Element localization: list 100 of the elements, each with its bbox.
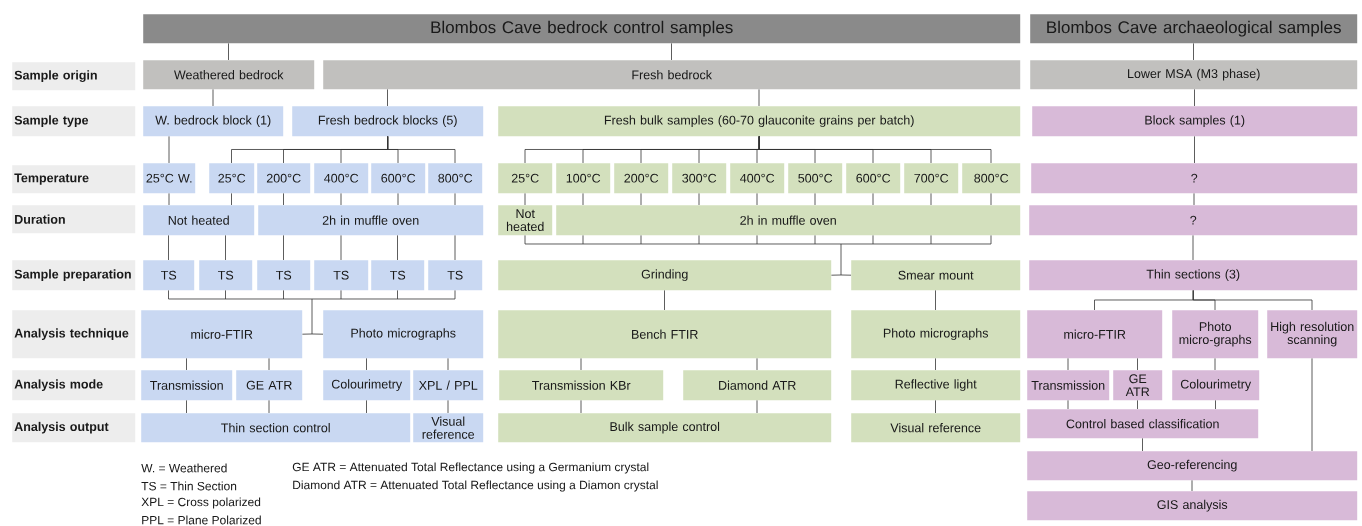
origin-box: Lower MSA (M3 phase) [1030, 60, 1358, 90]
connector-line [1192, 290, 1313, 311]
connector-line [872, 193, 874, 206]
process-box: Photo micro-graphs [1172, 310, 1259, 359]
connector-line [698, 193, 700, 206]
connector-line [366, 358, 367, 371]
connector-line [671, 43, 672, 61]
process-box: 200°C [614, 163, 669, 194]
row-label: Analysis technique [12, 310, 136, 359]
origin-box: Weathered bedrock [143, 60, 315, 90]
process-box: GIS analysis [1027, 491, 1358, 521]
process-box: 600°C [371, 163, 426, 194]
connector-line [1142, 438, 1143, 452]
process-box: 400°C [730, 163, 785, 194]
connector-line [990, 193, 992, 206]
connector-line [1137, 358, 1138, 371]
connector-line [186, 358, 187, 371]
process-box: 300°C [672, 163, 727, 194]
connector-line [1067, 400, 1069, 410]
connector-line [283, 235, 284, 261]
connector-line [387, 136, 456, 164]
connector-line [454, 235, 456, 261]
connector-line [447, 400, 449, 414]
process-box: Colourimetry [323, 370, 411, 401]
connector-line [758, 136, 992, 164]
process-box: 200°C [257, 163, 311, 194]
row-label: Temperature [12, 165, 136, 194]
process-box: XPL / PPL [413, 370, 484, 401]
footnote: TS = Thin Section [141, 481, 237, 491]
process-box: Colourimetry [1172, 370, 1260, 401]
connector-line [1311, 358, 1313, 452]
process-box: 500°C [788, 163, 843, 194]
process-box: 25°C [498, 163, 553, 194]
connector-line [1214, 358, 1216, 371]
process-box: 2h in muffle oven [556, 205, 1021, 236]
process-box: TS [257, 260, 311, 291]
process-box: 800°C [428, 163, 483, 194]
connector-line [524, 235, 992, 276]
row-label: Sample type [12, 106, 136, 137]
connector-line [231, 193, 232, 206]
footnote: W. = Weathered [141, 463, 227, 473]
process-box: ? [1029, 205, 1358, 236]
process-box: TS [428, 260, 483, 291]
connector-line [640, 193, 642, 206]
connector-line [186, 400, 187, 414]
process-box: 2h in muffle oven [258, 205, 484, 236]
connector-line [447, 358, 449, 371]
connector-line [1193, 43, 1194, 61]
process-box: GE ATR [1113, 370, 1163, 401]
process-box: Visual reference [851, 413, 1021, 443]
connector-line [168, 290, 456, 335]
process-box: 100°C [556, 163, 611, 194]
connector-line [814, 193, 816, 206]
process-box: Fresh bedrock blocks (5) [292, 106, 484, 137]
connector-line [387, 89, 388, 107]
process-box: 400°C [314, 163, 369, 194]
process-box: Not heated [143, 205, 255, 236]
process-box: TS [371, 260, 425, 291]
process-box: 700°C [904, 163, 959, 194]
process-box: TS [314, 260, 369, 291]
connector-line [930, 193, 932, 206]
row-label: Analysis output [12, 413, 136, 443]
footnote: PPL = Plane Polarized [142, 515, 261, 525]
connector-line [228, 43, 229, 61]
connector-line [397, 193, 399, 206]
process-box: W. bedrock block (1) [143, 106, 284, 137]
process-box: Photo micrographs [323, 310, 484, 359]
process-box: 600°C [846, 163, 901, 194]
footnote: XPL = Cross polarized [141, 497, 261, 509]
process-box: 800°C [962, 163, 1021, 194]
connector-line [268, 400, 270, 414]
row-label: Sample preparation [12, 260, 136, 291]
connector-line [1193, 193, 1195, 206]
connector-line [1137, 400, 1138, 410]
process-box: Geo-referencing [1027, 451, 1358, 481]
connector-line [283, 193, 284, 206]
connector-line [935, 400, 936, 414]
footnote: Diamond ATR = Attenuated Total Reflectance using a Diamon crystal [293, 480, 658, 492]
row-label: Sample origin [12, 62, 136, 91]
connector-line [580, 400, 582, 414]
process-box: TS [199, 260, 253, 291]
connector-line [340, 235, 342, 261]
process-box: Bench FTIR [498, 310, 832, 359]
process-box: micro-FTIR [1027, 310, 1163, 359]
process-box: Grinding [498, 260, 832, 291]
process-box: Transmission [141, 370, 233, 401]
process-box: Thin section control [141, 413, 411, 443]
connector-line [1192, 235, 1194, 261]
connector-line [664, 290, 665, 311]
connector-line [225, 235, 226, 261]
connector-line [1191, 480, 1193, 492]
connector-line [1067, 358, 1069, 371]
process-box: High resolution scanning [1267, 310, 1358, 359]
connector-line [582, 193, 584, 206]
connector-line [454, 193, 456, 206]
connector-line [212, 89, 214, 107]
connector-line [268, 358, 270, 371]
header-bar: Blombos Cave bedrock control samples [143, 14, 1021, 44]
row-label: Duration [12, 205, 136, 234]
connector-line [935, 290, 936, 311]
